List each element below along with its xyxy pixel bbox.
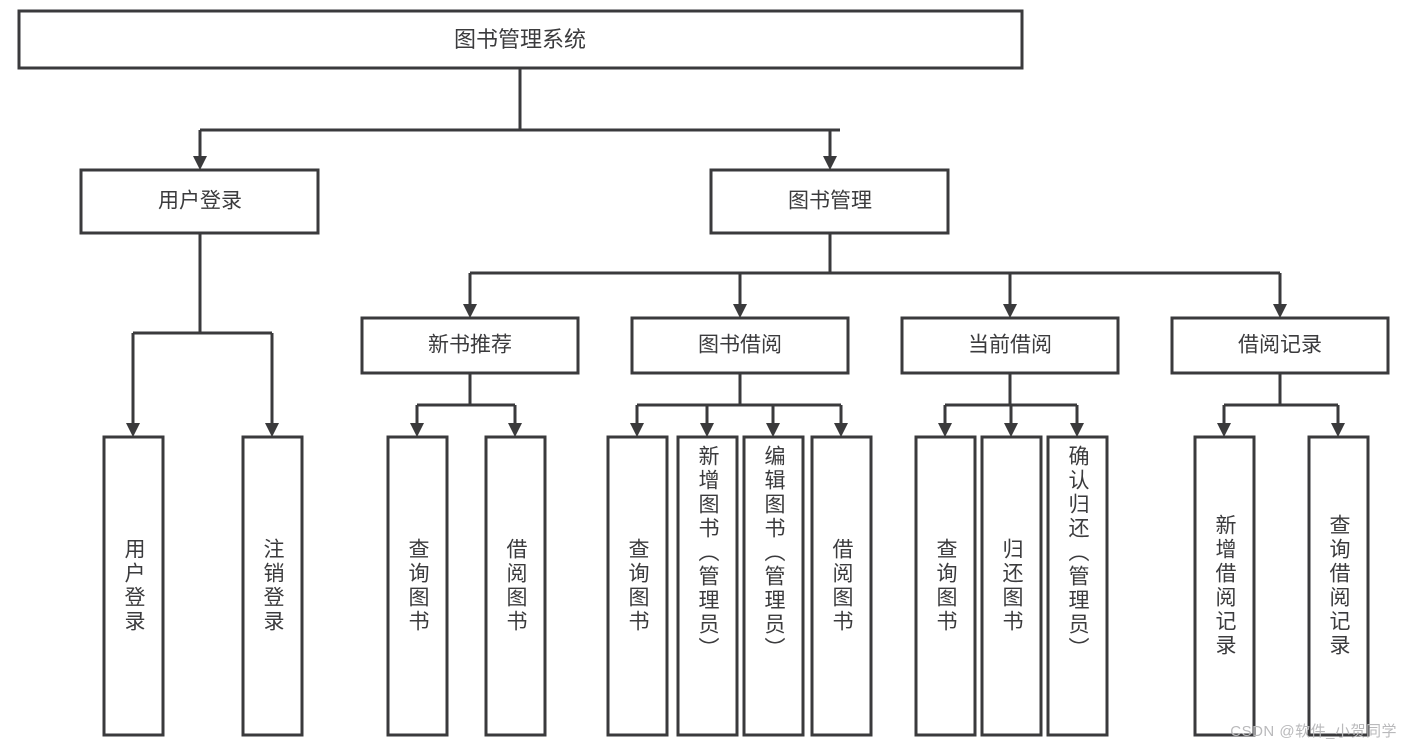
connector-currentborrow-to-leaves [938, 373, 1084, 437]
leaf-box-add-book-admin[interactable] [676, 435, 739, 737]
node-user-login[interactable]: 用户登录 [79, 168, 320, 235]
leaf-box-query-book-3[interactable] [914, 435, 977, 737]
connector-userlogin-to-leaves [126, 233, 279, 437]
leaf-box-logout[interactable] [241, 435, 304, 737]
leaf-box-query-book-1[interactable] [386, 435, 449, 737]
connector-root-to-level2 [193, 68, 840, 170]
leaf-box-return-book[interactable] [980, 435, 1043, 737]
node-new-book-recommend-label: 新书推荐 [428, 334, 512, 357]
node-current-borrow[interactable]: 当前借阅 [900, 316, 1120, 375]
node-book-borrow-label: 图书借阅 [698, 334, 782, 357]
leaf-boxes [102, 435, 1370, 737]
node-root-label: 图书管理系统 [454, 27, 586, 52]
node-book-management[interactable]: 图书管理 [709, 168, 950, 235]
leaf-box-confirm-return-admin[interactable] [1046, 435, 1109, 737]
leaf-box-query-borrow-record[interactable] [1307, 435, 1370, 737]
node-borrow-record[interactable]: 借阅记录 [1170, 316, 1390, 375]
node-root-system[interactable]: 图书管理系统 [17, 9, 1024, 70]
node-current-borrow-label: 当前借阅 [968, 334, 1052, 357]
leaf-box-borrow-book-1[interactable] [484, 435, 547, 737]
leaf-box-borrow-book-2[interactable] [810, 435, 873, 737]
connector-bookmgmt-to-level3 [463, 233, 1287, 318]
node-book-management-label: 图书管理 [788, 190, 872, 213]
connector-newbook-to-leaves [410, 373, 522, 437]
leaf-box-user-login[interactable] [102, 435, 165, 737]
leaf-box-add-borrow-record[interactable] [1193, 435, 1256, 737]
node-borrow-record-label: 借阅记录 [1238, 334, 1322, 357]
node-book-borrow[interactable]: 图书借阅 [630, 316, 850, 375]
node-user-login-label: 用户登录 [158, 190, 242, 213]
watermark-text: CSDN @软件_小贺同学 [1230, 723, 1397, 740]
connector-bookborrow-to-leaves [630, 373, 848, 437]
node-new-book-recommend[interactable]: 新书推荐 [360, 316, 580, 375]
leaf-box-query-book-2[interactable] [606, 435, 669, 737]
connector-borrowrecord-to-leaves [1217, 373, 1345, 437]
leaf-box-edit-book-admin[interactable] [742, 435, 805, 737]
